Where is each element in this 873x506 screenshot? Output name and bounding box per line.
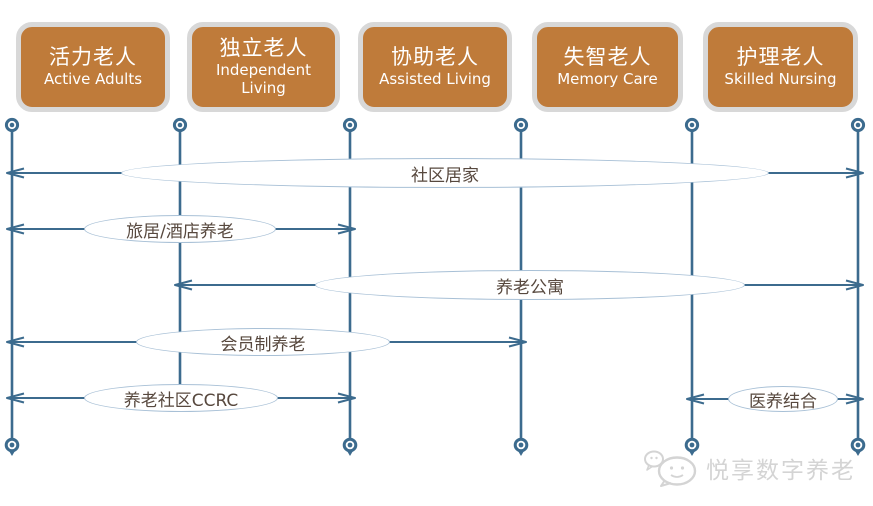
category-label-zh: 失智老人 (563, 45, 652, 70)
arrowhead-right-icon (845, 393, 864, 405)
lifeline-top-pin-dot-icon (9, 122, 15, 128)
span-label-travel-hotel: 旅居/酒店养老 (84, 215, 276, 243)
arrowhead-left-icon (6, 167, 25, 179)
category-label-zh: 独立老人 (219, 36, 308, 61)
span-label-text: 会员制养老 (220, 334, 306, 355)
lifeline-bottom-pin-dot-icon (518, 442, 524, 448)
span-label-text: 社区居家 (411, 165, 479, 186)
arrowhead-left-icon (6, 223, 25, 235)
span-label-text: 养老社区CCRC (123, 390, 239, 411)
arrowhead-right-icon (337, 223, 356, 235)
category-label-zh: 活力老人 (49, 45, 137, 70)
category-label-zh: 护理老人 (736, 45, 825, 70)
span-label-ccrc: 养老社区CCRC (84, 384, 278, 412)
span-label-community-home: 社区居家 (121, 158, 769, 188)
arrowhead-right-icon (845, 279, 864, 291)
category-box-memory-care: 失智老人 Memory Care (532, 22, 683, 112)
lifeline-top-pin-dot-icon (855, 122, 861, 128)
category-label-en: Assisted Living (379, 70, 491, 89)
span-label-medical-care: 医养结合 (728, 386, 838, 412)
category-label-en: Memory Care (557, 70, 658, 89)
arrowhead-right-icon (845, 167, 864, 179)
watermark-text: 悦享数字养老 (706, 458, 856, 484)
category-label-en: Independent Living (215, 61, 312, 97)
arrowhead-right-icon (508, 336, 527, 348)
lifeline-top-pin-dot-icon (347, 122, 353, 128)
span-label-text: 养老公寓 (496, 277, 564, 298)
category-box-skilled-nursing: 护理老人 Skilled Nursing (703, 22, 858, 112)
arrowhead-left-icon (6, 336, 25, 348)
span-label-text: 旅居/酒店养老 (126, 221, 234, 242)
span-label-senior-apartment: 养老公寓 (315, 270, 745, 300)
category-label-en: Skilled Nursing (724, 70, 837, 89)
category-label-en: Active Adults (43, 70, 143, 89)
arrowhead-right-icon (337, 392, 356, 404)
lifeline-top-pin-dot-icon (518, 122, 524, 128)
arrowhead-left-icon (174, 279, 193, 291)
lifeline-top-pin-dot-icon (689, 122, 695, 128)
span-label-membership: 会员制养老 (136, 328, 390, 356)
watermark: 悦享数字养老 (641, 448, 856, 488)
lifeline-bottom-pin-dot-icon (9, 442, 15, 448)
lifeline-top-pin-dot-icon (177, 122, 183, 128)
category-label-zh: 协助老人 (391, 45, 479, 70)
chat-bubbles-logo (644, 450, 697, 487)
lifeline-bottom-pin-dot-icon (689, 442, 695, 448)
lifeline-bottom-pin-dot-icon (855, 442, 861, 448)
category-box-independent-living: 独立老人 Independent Living (187, 22, 340, 112)
arrowhead-left-icon (686, 393, 705, 405)
category-box-assisted-living: 协助老人 Assisted Living (358, 22, 512, 112)
lifeline-bottom-pin-dot-icon (347, 442, 353, 448)
arrowhead-left-icon (6, 392, 25, 404)
span-label-text: 医养结合 (749, 391, 817, 412)
category-box-active-adults: 活力老人 Active Adults (16, 22, 170, 112)
